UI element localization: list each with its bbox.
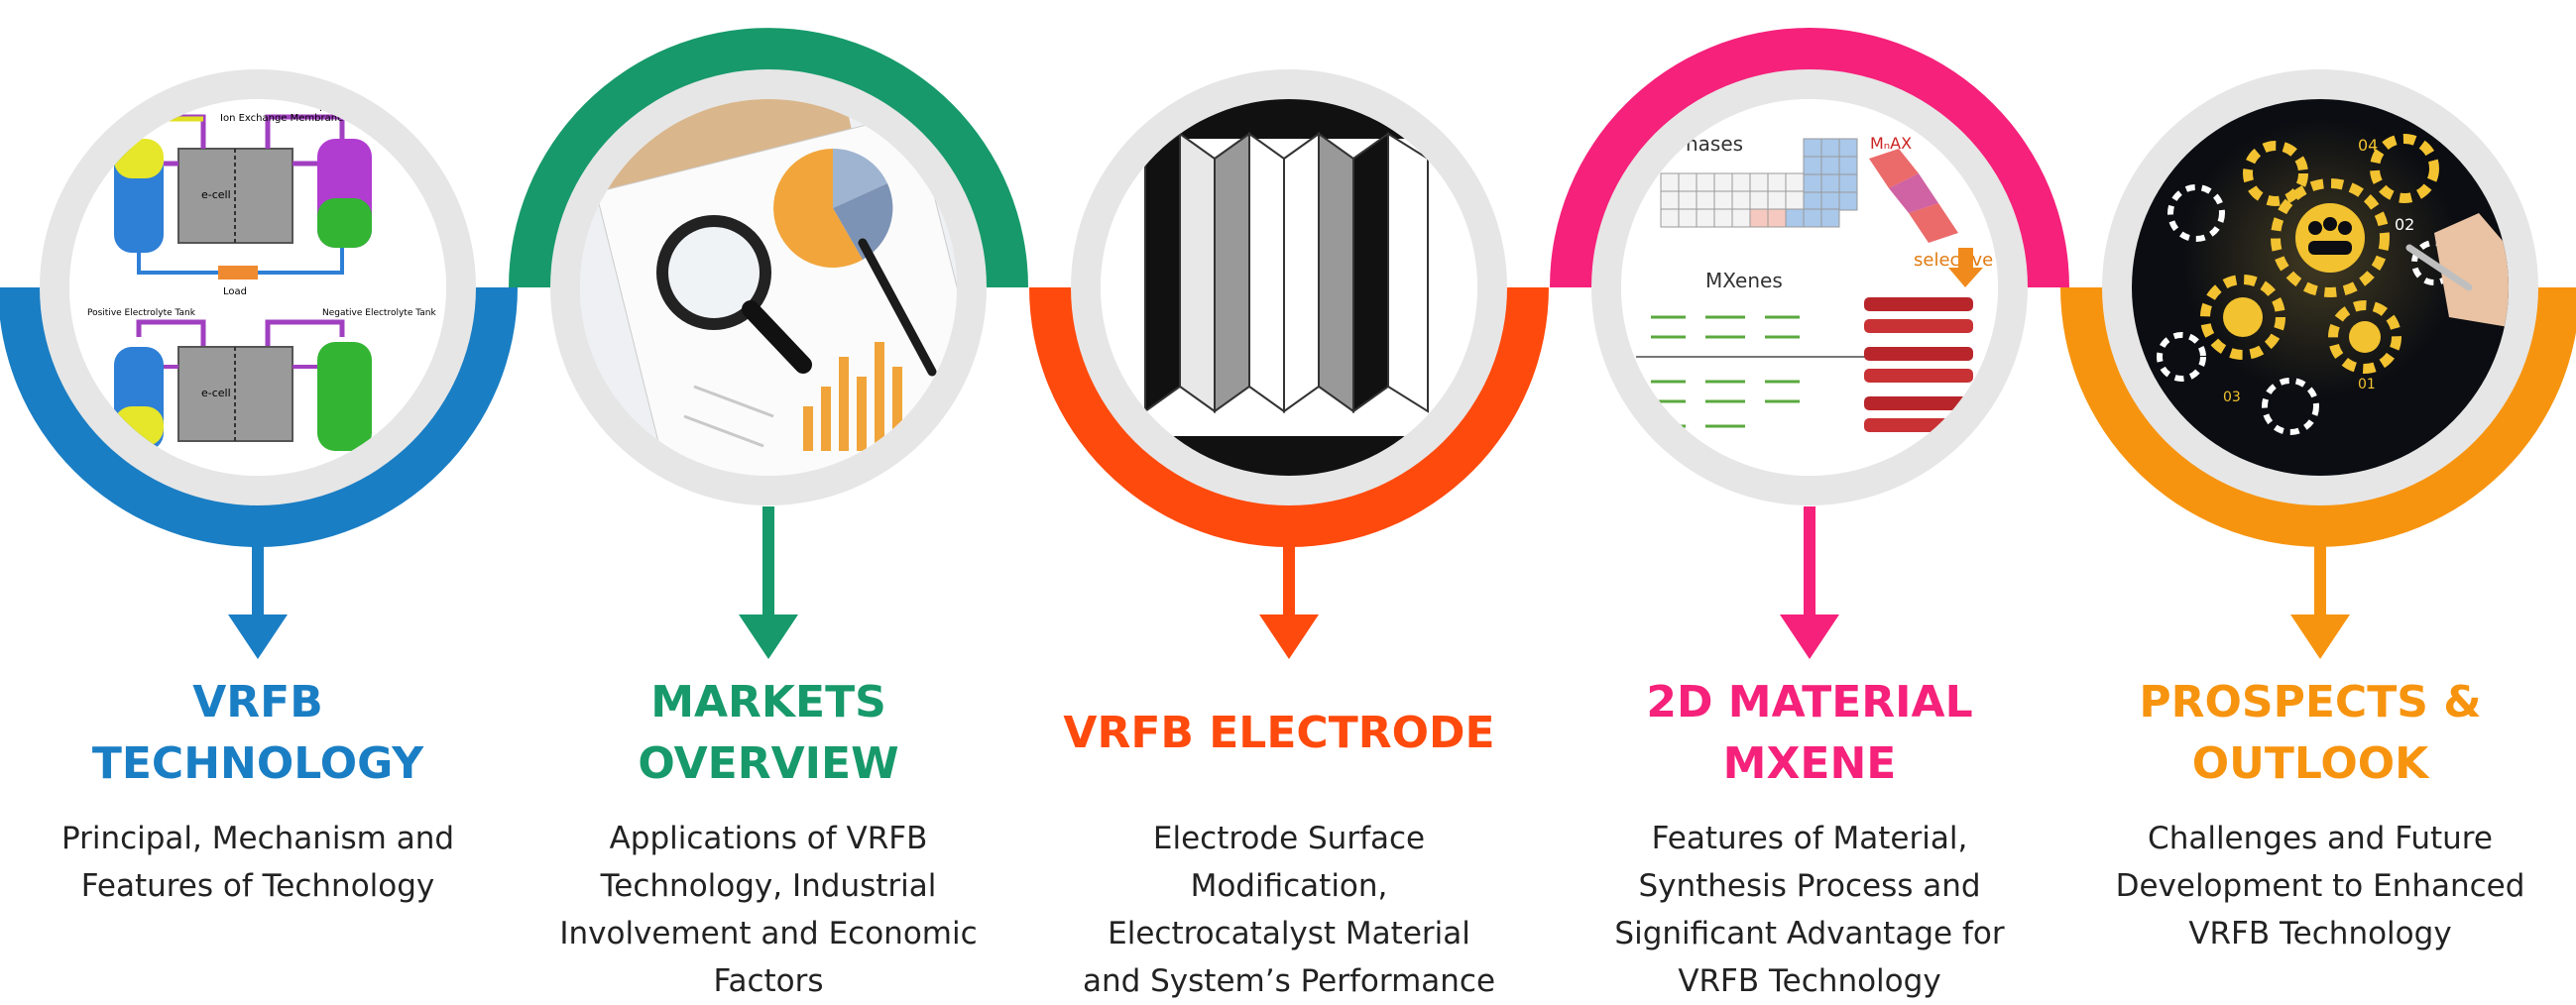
mxenes-label: MXenes [1705, 269, 1783, 292]
arc-band-vrfb-technology [0, 287, 518, 547]
desc-line: Significant Advantage for [1614, 916, 2005, 951]
bar-graphic [803, 342, 902, 451]
gear-number-03: 03 [2223, 390, 2241, 405]
title-line: VRFB [192, 677, 323, 727]
desc-line: Applications of VRFB [609, 821, 928, 856]
down-arrow-vrfb-electrode [1259, 541, 1319, 659]
layered-sheets [1864, 297, 1973, 432]
down-arrow-prospects-outlook [2290, 541, 2350, 659]
desc-line: Principal, Mechanism and [60, 821, 455, 856]
title-line: OUTLOOK [2191, 738, 2429, 789]
desc-line: Electrode Surface [1152, 821, 1426, 856]
step-title-2d-material-mxene: 2D MATERIAL MXENE [1562, 672, 2057, 795]
pie-chart-graphic [773, 149, 863, 268]
gear-cluster [2200, 134, 2439, 374]
title-line: OVERVIEW [638, 738, 899, 789]
down-arrow-vrfb-technology [228, 541, 288, 659]
down-arrow-2d-material-mxene [1780, 506, 1839, 659]
negative-tank-label: Negative Electrolyte Tank [322, 308, 436, 318]
down-arrows [228, 506, 2350, 659]
step-desc-markets-overview: Applications of VRFB Technology, Industr… [511, 815, 1026, 1005]
desc-line: Factors [713, 963, 824, 999]
step-title-vrfb-electrode: VRFB ELECTRODE [1031, 703, 1527, 764]
vrfb-cell-schematic-image: Load Ion Exchange Membrane Pump e-cell P… [40, 69, 476, 505]
desc-line: VRFB Technology [2188, 916, 2452, 951]
arc-band-2d-material-mxene [1550, 28, 2069, 287]
electrode-plates-image [1071, 69, 1507, 505]
title-line: VRFB ELECTRODE [1063, 708, 1495, 758]
periodic-grid [1660, 138, 1858, 228]
title-line: MXENE [1722, 738, 1897, 789]
arc-bands [0, 28, 2576, 547]
future-gears-image: 04 02 03 01 [2102, 69, 2538, 505]
cell-label-bottom: e-cell [201, 387, 231, 399]
title-line: TECHNOLOGY [91, 738, 424, 789]
title-line: 2D MATERIAL [1646, 677, 1973, 727]
market-analysis-image [550, 69, 987, 505]
step-title-prospects-outlook: PROSPECTS & OUTLOOK [2062, 672, 2558, 795]
desc-line: Involvement and Economic [559, 916, 978, 951]
desc-line: Modification, [1190, 868, 1388, 904]
selective-label: selective [1914, 250, 1993, 271]
hand-graphic [2434, 213, 2509, 327]
arc-band-vrfb-electrode [1029, 287, 1549, 547]
desc-line: and System’s Performance [1082, 963, 1496, 999]
magnifier-graphic [656, 215, 771, 330]
load-label: Load [223, 286, 247, 297]
mxene-periodic-table-image: hases MₙAX [1591, 69, 2028, 505]
arc-band-markets-overview [509, 28, 1028, 288]
cell-label-top: e-cell [201, 188, 231, 201]
step-desc-2d-material-mxene: Features of Material, Synthesis Process … [1552, 815, 2067, 1005]
crystal-structure [1869, 149, 1958, 243]
down-arrow-markets-overview [739, 506, 798, 659]
step-desc-vrfb-technology: Principal, Mechanism and Features of Tec… [0, 815, 516, 910]
step-title-vrfb-technology: VRFB TECHNOLOGY [10, 672, 506, 795]
desc-line: Features of Technology [80, 868, 435, 904]
positive-tank-label: Positive Electrolyte Tank [87, 308, 196, 318]
tank-green-bottom [317, 342, 372, 451]
title-line: PROSPECTS & [2139, 677, 2482, 727]
arc-band-prospects-outlook [2060, 287, 2576, 547]
gear-number-04: 04 [2358, 136, 2378, 155]
gear-number-01: 01 [2358, 377, 2376, 392]
desc-line: Synthesis Process and [1638, 868, 1981, 904]
desc-line: Development to Enhanced [2115, 868, 2525, 904]
title-line: MARKETS [650, 677, 886, 727]
max-label: MₙAX [1870, 134, 1912, 153]
desc-line: Features of Material, [1651, 821, 1968, 856]
desc-line: Technology, Industrial [600, 868, 937, 904]
gear-number-02: 02 [2395, 215, 2414, 234]
step-desc-prospects-outlook: Challenges and Future Development to Enh… [2062, 815, 2576, 957]
membrane-label: Ion Exchange Membrane [220, 113, 343, 124]
desc-line: Challenges and Future [2148, 821, 2493, 856]
step-title-markets-overview: MARKETS OVERVIEW [521, 672, 1016, 795]
pen-graphic [858, 238, 937, 377]
desc-line: Electrocatalyst Material [1108, 916, 1470, 951]
step-desc-vrfb-electrode: Electrode Surface Modification, Electroc… [1031, 815, 1547, 1005]
desc-line: VRFB Technology [1678, 963, 1941, 999]
electrode-plate-set [1144, 132, 1429, 413]
